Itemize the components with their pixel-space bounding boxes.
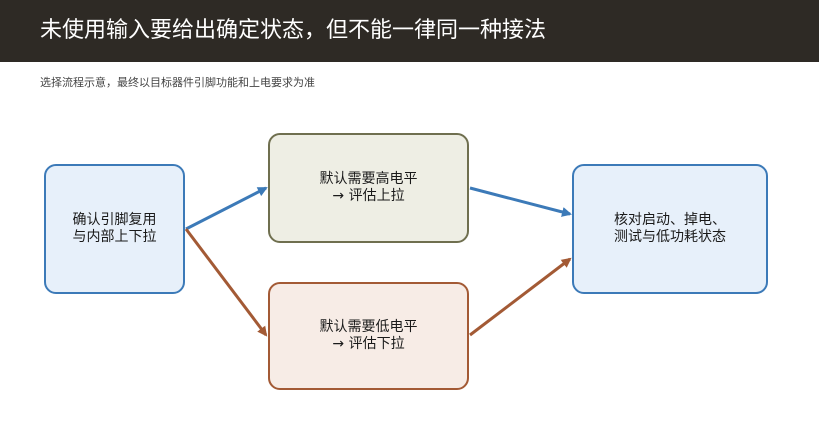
node-default-low-label: 默认需要低电平 → 评估下拉 (319, 319, 418, 352)
arrow-high-to-end (469, 186, 572, 217)
node-verify-states-label: 核对启动、掉电、 测试与低功耗状态 (614, 212, 726, 245)
page-subtitle: 选择流程示意，最终以目标器件引脚功能和上电要求为准 (40, 76, 315, 89)
arrow-start-to-high (185, 186, 268, 231)
arrow-start-to-low (184, 228, 268, 337)
title-bar: 未使用输入要给出确定状态，但不能一律同一种接法 (0, 0, 819, 62)
node-verify-states: 核对启动、掉电、 测试与低功耗状态 (572, 164, 768, 294)
node-default-low: 默认需要低电平 → 评估下拉 (268, 282, 469, 390)
node-default-high-label: 默认需要高电平 → 评估上拉 (319, 171, 418, 204)
arrow-low-to-end (469, 257, 572, 337)
node-confirm-pin-mux: 确认引脚复用 与内部上下拉 (44, 164, 185, 294)
node-confirm-pin-mux-label: 确认引脚复用 与内部上下拉 (72, 212, 157, 245)
node-default-high: 默认需要高电平 → 评估上拉 (268, 133, 469, 243)
page-title: 未使用输入要给出确定状态，但不能一律同一种接法 (40, 18, 547, 43)
